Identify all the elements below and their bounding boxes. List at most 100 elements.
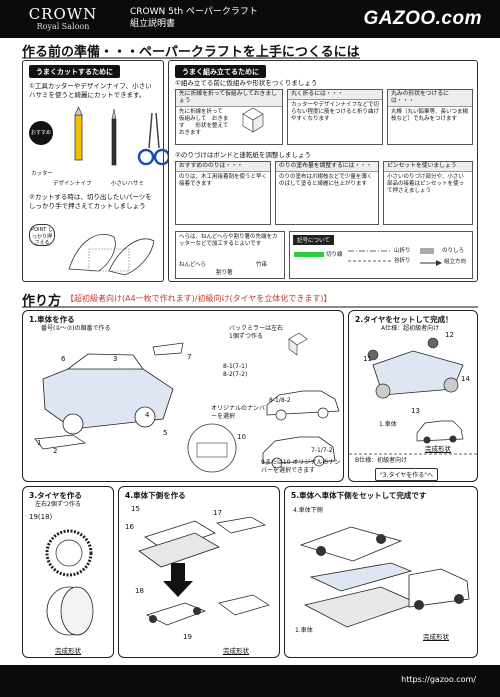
step5-panel: 5.車体へ車体下側をセットして完成です 4.車体下側 1.車体 完成形状: [284, 486, 478, 658]
mirror-note: バックミラーは左右1個ずつ作る: [229, 325, 284, 340]
step3-finish-label: 完成形状: [55, 647, 81, 655]
gazoo-logo: GAZOO.com: [363, 8, 482, 29]
step5-finish-label: 完成形状: [423, 633, 449, 641]
tip-box-curve-text: 丸棒（丸い鉛筆等、長いつま楊枝など）で丸みをつけます: [391, 109, 469, 122]
spatula-item-3: 竹串: [256, 262, 268, 268]
tip-box-glue-amount-head: のりの塗布量を調整するには・・・: [276, 162, 378, 172]
tool-label-scissors: 小さいハサミ: [111, 181, 145, 187]
step2-panel: 2.タイヤをセットして完成！ A仕様：超初級者向け 12 11 14 13 1.…: [348, 310, 479, 482]
part-num-16: 16: [125, 523, 134, 531]
tip-box-glue-amount-text: のりの塗布は爪楊枝などで少量を薄くのばして塗ると綺麗に仕上がります: [279, 174, 373, 187]
part-num-15: 15: [131, 505, 140, 513]
prep-title-underline: [22, 57, 360, 59]
part-num-5: 5: [163, 429, 168, 437]
header-bar: CROWN Royal Saloon CROWN 5th ペーパークラフト 組立…: [0, 0, 500, 38]
tip-box-glue-head: おすすめののりは・・・: [176, 162, 270, 172]
part-num-1: 1: [37, 439, 42, 447]
tool-label-cutter: カッター: [31, 171, 54, 177]
part-num-3: 3: [113, 355, 118, 363]
car-body-exploded-diagram: [34, 342, 184, 450]
crown-logo: CROWN Royal Saloon: [18, 5, 108, 31]
howto-subtitle: 【超初級者向け(A4一枚で作れます)/初級向け(タイヤを立体化できます)】: [66, 294, 332, 303]
title-line-2: 組立説明書: [130, 19, 176, 29]
assemble-tip-1: ①組み立てる前に仮組みや形状をつくりましょう: [175, 79, 318, 87]
assemble-panel-head: うまく組み立てるために: [175, 65, 266, 78]
spatula-note-text: へらは、ねんどへらや割り箸の先端をカッターなどで加工するとよいです: [179, 234, 278, 247]
part-num-8-2: 8-2(7-2): [223, 371, 248, 378]
part-num-14: 14: [461, 375, 470, 383]
tip-box-round-fold-text: カッターやデザインナイフなどで切らない程度に筋をつけると折り曲げやすくなります: [291, 102, 380, 122]
plate-zoom-circle: [187, 423, 237, 473]
prep-title: 作る前の準備・・・ペーパークラフトを上手につくるには: [22, 45, 360, 60]
legend-mountain-fold: 山折り: [394, 248, 411, 254]
step2-finished-car: [416, 420, 464, 444]
step5-under-label: 4.車体下側: [293, 507, 323, 514]
footer-bar: https://gazoo.com/: [0, 665, 500, 697]
part-num-19: 19: [183, 633, 192, 641]
part-num-10: 10: [237, 433, 246, 441]
plate-note: オリジナルのナンバーを選択: [211, 405, 266, 420]
recommend-badge: おすすめ: [29, 121, 53, 145]
sedan-outline-1: [266, 390, 340, 421]
howto-title: 作り方: [22, 294, 62, 309]
tip-box-fold-head: 先に折線を折って仮組みしておきましょう: [176, 90, 282, 107]
scissors-icon: [137, 112, 171, 166]
part-num-18: 18: [135, 587, 144, 595]
legend-valley-fold: 谷折り: [394, 258, 411, 264]
symbol-legend: 記号について 切り線 山折り 谷折り のりしろ 組立方向: [289, 231, 473, 279]
tip-box-fold-text: 先に折線を折って 仮組みして おきます 形状を整えておきます: [179, 109, 229, 136]
tire-diagram: [45, 529, 94, 636]
step5-body-label: 1.車体: [295, 627, 313, 634]
mirror-icon: [288, 332, 308, 356]
design-knife-icon: [111, 108, 117, 166]
cut-tip-2: ②カットする時は、切り出したいパーツをしっかり手で押さえてカットしましょう: [29, 193, 152, 210]
legend-assembly-direction: 組立方向: [444, 259, 467, 265]
footer-url[interactable]: https://gazoo.com/: [401, 675, 476, 684]
plate-note-2: 9または10 オリジナルのナンバーを選択できます: [261, 459, 341, 474]
step3-title: 3.タイヤを作る: [29, 491, 82, 500]
tip-box-tweezers-text: 小さいのりづけ部分や、小さい部品の接着はピンセットを使って押さえましょう: [387, 174, 465, 194]
part-num-17: 17: [213, 509, 222, 517]
cut-panel-head: うまくカットするために: [29, 65, 120, 78]
tip-box-fold: 先に折線を折って仮組みしておきましょう 先に折線を折って 仮組みして おきます …: [175, 89, 283, 145]
tip-box-curve-head: 丸みの形状をつけるには・・・: [388, 90, 472, 107]
hands-cutting-illustration: [68, 233, 155, 276]
sedan-outline-2: [262, 436, 336, 469]
step4-finish-label: 完成形状: [223, 647, 249, 655]
tip-box-glue-text: のりは、木工用接着剤を使うと早く接着できます: [179, 174, 268, 187]
tip-box-round-fold: 丸く折るには・・・ カッターやデザインナイフなどで切らない程度に筋をつけると折り…: [287, 89, 383, 145]
part-num-13: 13: [411, 407, 420, 415]
part-num-8-1-8-2: 8-1/8-2: [269, 397, 291, 404]
tool-label-knife: デザインナイフ: [53, 181, 92, 187]
spatula-item-1: ねんどへら: [179, 262, 207, 268]
part-num-2: 2: [53, 447, 58, 455]
point-callout: POINT しっかり押さえる: [29, 224, 55, 246]
part-num-12: 12: [445, 331, 454, 339]
part-num-6: 6: [61, 355, 66, 363]
final-assembly-diagram: [299, 526, 470, 628]
tip-box-glue: おすすめののりは・・・ のりは、木工用接着剤を使うと早く接着できます: [175, 161, 271, 225]
part-num-8-1: 8-1(7-1): [223, 363, 248, 370]
tip-box-tweezers-head: ピンセットを使いましょう: [384, 162, 472, 172]
step1-title: 1.車体を作る: [29, 315, 75, 324]
brand-sub: Royal Saloon: [36, 22, 90, 31]
document-title: CROWN 5th ペーパークラフト 組立説明書: [130, 6, 258, 30]
symbol-legend-head: 記号について: [293, 235, 334, 245]
part-num-19-18: 19(18): [29, 513, 53, 521]
brand-name: CROWN: [28, 5, 98, 23]
step5-title: 5.車体へ車体下側をセットして完成です: [291, 491, 427, 500]
legend-cut-line: 切り線: [326, 252, 343, 258]
assemble-tip-2: ②のりづけはボンドと速乾紙を調整しましょう: [175, 151, 311, 159]
spec-a-label: A仕様：超初級者向け: [381, 325, 440, 332]
part-num-11: 11: [363, 355, 372, 363]
howto-title-underline: [22, 306, 478, 308]
part-num-4: 4: [145, 411, 150, 419]
step1-panel: 1.車体を作る 番号(①〜⑦)の順番で作る 6 3 4 5 1 2 7 バックミ…: [22, 310, 344, 482]
spec-b-label: B仕様：初級者向け: [355, 457, 408, 464]
spatula-item-2: 割り箸: [216, 270, 233, 276]
part-num-7-1-7-2: 7-1/7-2: [311, 447, 333, 454]
spec-b-note[interactable]: "3.タイヤを作る"へ: [375, 468, 439, 481]
part-num-7: 7: [187, 353, 192, 361]
step4-panel: 4.車体下側を作る 15 16 17 18 19 完成形状: [118, 486, 280, 658]
cutter-icon: [74, 106, 83, 161]
